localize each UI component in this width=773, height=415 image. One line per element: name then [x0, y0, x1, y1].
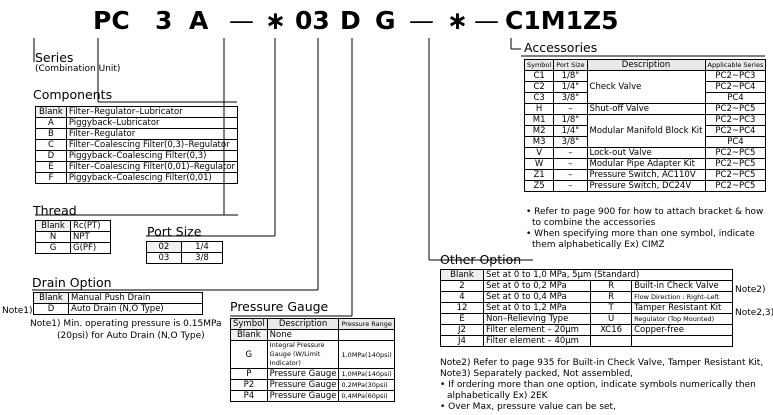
table-row: Symbol Description Pressure Range — [230, 318, 395, 330]
pressure-gauge-title: Pressure Gauge — [230, 299, 329, 314]
other-note-line-3: • If ordering more than one option, indi… — [440, 380, 756, 390]
accessories-note-line-3: • When specifying more than one symbol, … — [526, 229, 755, 239]
code-part-other: ∗ — [447, 6, 468, 35]
other-note-line-2: Note3) Separately packed, Not assembled, — [440, 369, 634, 379]
code-dash: — — [474, 6, 499, 35]
code-dash: — — [409, 6, 434, 35]
accessories-table: Symbol Port Size Description Applicable … — [523, 59, 767, 192]
other-side-note-2-3: Note2,3) — [735, 308, 773, 318]
drain-note-line-1: Note1) Min. operating pressure is 0.15MP… — [30, 319, 222, 329]
drain-note-line-2: (20psi) for Auto Drain (N,O Type) — [57, 331, 205, 341]
other-side-note-2: Note2) — [735, 285, 766, 295]
other-note-line-4: alphabetically Ex) 2EK — [447, 391, 548, 401]
series-title: Series — [35, 50, 74, 65]
accessories-note-line-1: • Refer to page 900 for how to attach br… — [526, 207, 764, 217]
drain-row-note: Note1) — [2, 306, 33, 316]
other-option-title: Other Option — [440, 252, 522, 267]
code-part-components: A — [189, 6, 209, 35]
components-title: Components — [33, 87, 113, 102]
table-row: Symbol Port Size Description Applicable … — [523, 59, 767, 71]
other-option-table: Blank Set at 0 to 1,0 MPa, 5μm (Standard… — [440, 269, 733, 347]
port-size-title: Port Size — [147, 224, 202, 239]
other-note-line-1: Note2) Refer to page 935 for Built-in Ch… — [440, 358, 764, 368]
series-subtitle: (Combination Unit) — [35, 64, 121, 74]
code-part-thread: ∗ — [265, 6, 286, 35]
code-part-drain: D — [340, 6, 361, 35]
thread-title: Thread — [33, 203, 77, 218]
other-note-line-5: • Over Max, pressure value can be set, — [440, 402, 616, 412]
code-part-accessories: C1M1Z5 — [505, 6, 619, 35]
accessories-note-line-4: them alphabetically Ex) CIMZ — [532, 240, 665, 250]
code-part-port-size: 03 — [295, 6, 330, 35]
code-part-gauge: G — [375, 6, 396, 35]
code-dash: — — [229, 6, 254, 35]
accessories-title: Accessories — [524, 40, 598, 55]
table-row: Blank Set at 0 to 1,0 MPa, 5μm (Standard… — [440, 269, 733, 281]
code-part-series: PC — [93, 6, 130, 35]
accessories-note-line-2: to combine the accessories — [532, 218, 656, 228]
drain-option-title: Drain Option — [32, 275, 112, 290]
code-part-size: 3 — [155, 6, 173, 35]
